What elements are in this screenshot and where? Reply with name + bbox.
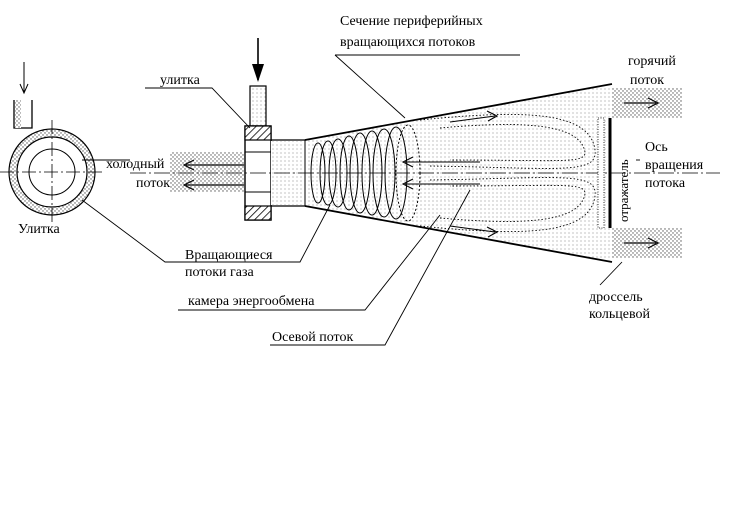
label-swirl-1: Вращающиеся xyxy=(185,248,273,263)
axial-flow-arrows xyxy=(401,156,480,190)
hot-flow-arrows xyxy=(624,97,660,249)
inlet-arrow-icon xyxy=(252,64,264,82)
label-snail-top: улитка xyxy=(160,73,201,88)
return-flow-loops xyxy=(419,113,596,233)
label-snail-side: Улитка xyxy=(18,222,61,237)
label-hot-1: горячий xyxy=(628,54,676,69)
label-axis-1: Ось xyxy=(645,140,668,155)
peripheral-flow-arrows xyxy=(449,110,499,238)
inlet-pipe xyxy=(249,38,267,127)
cold-flow-band xyxy=(170,152,250,192)
label-cold-2: поток xyxy=(136,176,170,191)
label-hot-2: поток xyxy=(630,73,664,88)
label-section-2: вращающихся потоков xyxy=(340,35,476,50)
label-axis-2: вращения xyxy=(645,158,704,173)
snail-side-view xyxy=(0,62,104,222)
snail-inlet-arrow-icon xyxy=(19,83,29,95)
energy-exchange-chamber xyxy=(304,83,613,263)
label-chamber: камера энергообмена xyxy=(188,294,315,309)
label-throttle-2: кольцевой xyxy=(589,307,650,322)
label-swirl-2: потоки газа xyxy=(185,265,255,280)
label-axial: Осевой поток xyxy=(272,330,353,345)
label-section-1: Сечение периферийных xyxy=(340,14,483,29)
label-throttle-1: дроссель xyxy=(589,290,643,305)
leader-lines xyxy=(81,54,640,346)
label-axis-3: потока xyxy=(645,176,686,191)
label-reflector: отражатель xyxy=(616,159,631,222)
reflector xyxy=(597,117,612,229)
label-cold-1: холодный xyxy=(106,157,165,172)
labels: Сечение периферийных вращающихся потоков… xyxy=(18,14,704,345)
cold-flow-arrows xyxy=(182,159,244,191)
